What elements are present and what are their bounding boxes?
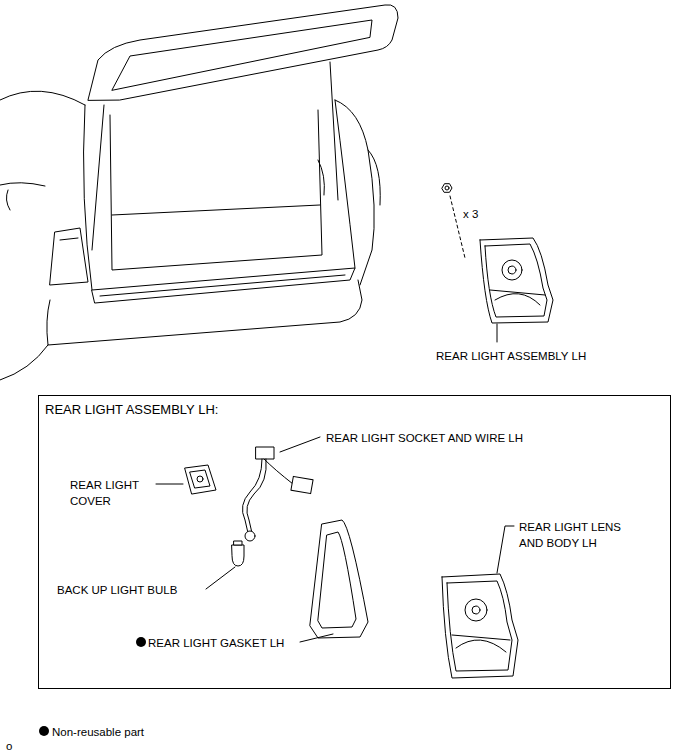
part-name: REAR LIGHT LENS AND BODY LH xyxy=(519,519,631,551)
leader-line xyxy=(497,526,514,573)
bolt xyxy=(442,184,452,193)
part-name: REAR LIGHT COVER xyxy=(70,477,152,509)
part-name: o xyxy=(6,738,12,754)
socket-and-wire xyxy=(242,447,313,541)
legend-text: Non-reusable part xyxy=(52,724,144,740)
part-name: REAR LIGHT GASKET LH xyxy=(148,635,284,651)
part-name: REAR LIGHT SOCKET AND WIRE LH xyxy=(326,430,523,446)
rear-light-cover xyxy=(185,465,216,494)
leader-line xyxy=(497,324,498,342)
leader-line xyxy=(206,567,235,589)
leader-line xyxy=(450,196,465,258)
bulb xyxy=(232,541,244,566)
part-name: BACK UP LIGHT BULB xyxy=(57,582,177,598)
part-name: REAR LIGHT ASSEMBLY LH xyxy=(436,348,586,364)
non-reusable-mark xyxy=(136,637,146,647)
leader-line xyxy=(156,484,183,485)
gasket xyxy=(310,520,368,638)
leader-line xyxy=(280,437,320,452)
legend-sample xyxy=(39,726,49,736)
rear-light-assembly xyxy=(480,238,553,323)
lens-and-body xyxy=(442,574,518,678)
part-name: x 3 xyxy=(463,206,478,222)
box-heading: REAR LIGHT ASSEMBLY LH: xyxy=(45,402,218,418)
leader-line xyxy=(300,634,333,642)
vehicle-rear xyxy=(0,5,398,380)
